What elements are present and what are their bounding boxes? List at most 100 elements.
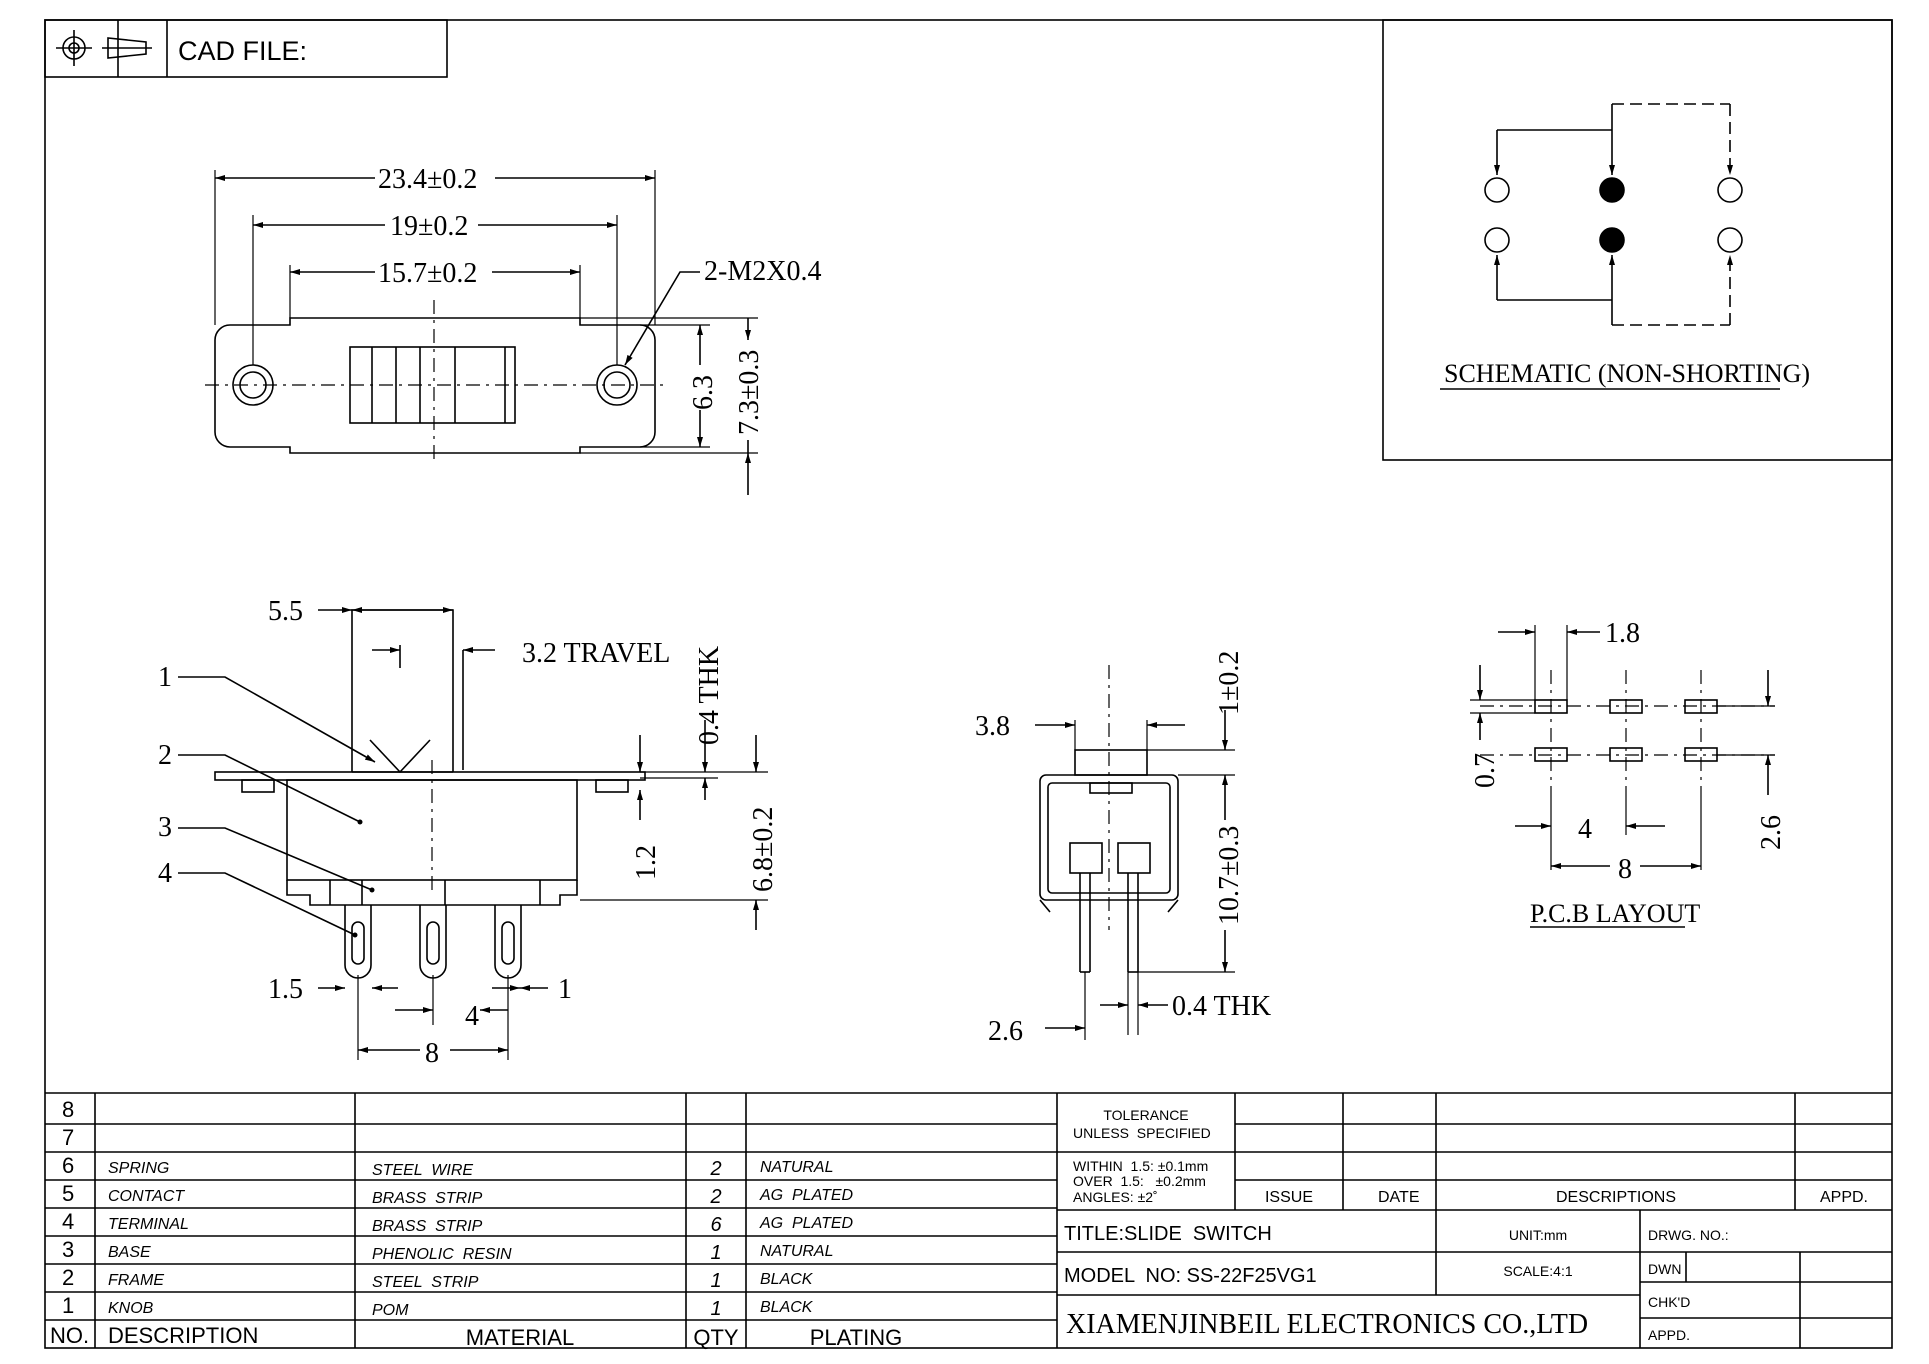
top-view (205, 170, 758, 495)
bom-header-description: DESCRIPTION (108, 1323, 258, 1348)
bom-row-no: 6 (62, 1153, 74, 1178)
bom-description: BASE (108, 1244, 151, 1261)
unit-label: UNIT:mm (1509, 1227, 1567, 1243)
bom-material: BRASS STRIP (372, 1218, 483, 1235)
dim-pin-offset: 1.5 (268, 974, 303, 1005)
tolerance-over: OVER 1.5: ±0.2mm (1073, 1173, 1206, 1189)
bom-description: SPRING (108, 1160, 169, 1177)
tolerance-title: TOLERANCE (1103, 1107, 1188, 1123)
bom-plating: AG PLATED (759, 1215, 854, 1232)
bom-row-no: 7 (62, 1125, 74, 1150)
schematic-title: SCHEMATIC (NON-SHORTING) (1444, 359, 1810, 388)
pcb-dim-pad: 1.8 (1605, 618, 1640, 649)
bom-header-no: NO. (50, 1323, 89, 1348)
dim-body-length: 15.7±0.2 (378, 258, 477, 289)
drawn-label: DWN (1648, 1261, 1681, 1277)
bom-material: PHENOLIC RESIN (372, 1246, 512, 1263)
bom-row-no: 5 (62, 1181, 74, 1206)
pcb-layout (1470, 625, 1775, 928)
callout-3: 3 (158, 812, 172, 843)
callout-2: 2 (158, 740, 172, 771)
projection-symbol-icon (56, 30, 152, 66)
bom-qty: 1 (710, 1242, 721, 1264)
descriptions-label: DESCRIPTIONS (1556, 1189, 1676, 1206)
dim-end-top: 1±0.2 (1214, 651, 1245, 715)
bom-qty: 6 (710, 1214, 722, 1236)
dim-pin-span: 8 (425, 1038, 439, 1069)
dim-knob-width: 5.5 (268, 596, 303, 627)
scale-label: SCALE:4:1 (1503, 1263, 1572, 1279)
bom-material: POM (372, 1302, 409, 1319)
cad-header-box (44, 19, 448, 78)
company-name: XIAMENJINBEIL ELECTRONICS CO.,LTD (1066, 1309, 1588, 1340)
bom-description: TERMINAL (108, 1216, 189, 1233)
sheet-border (44, 19, 1893, 1349)
issue-label: ISSUE (1265, 1189, 1313, 1206)
bom-row-no: 4 (62, 1209, 74, 1234)
bom-table: 8 7 6 5 4 3 2 1 SPRING CONTACT TERMINAL … (50, 1097, 902, 1350)
bom-qty: 1 (710, 1270, 721, 1292)
dim-outer-height: 7.3±0.3 (734, 350, 765, 435)
screw-callout: 2-M2X0.4 (704, 256, 821, 287)
bom-description: KNOB (108, 1300, 154, 1317)
drawing-title: TITLE:SLIDE SWITCH (1064, 1223, 1272, 1245)
thk-top: 0.4 THK (694, 646, 725, 745)
dim-pin-pitch: 4 (465, 1001, 479, 1032)
bom-plating: NATURAL (760, 1243, 834, 1260)
bom-plating: BLACK (760, 1271, 814, 1288)
title-block-grid (1057, 1093, 1892, 1348)
bom-row-no: 2 (62, 1265, 74, 1290)
travel-label: 3.2 TRAVEL (522, 638, 670, 669)
bom-material: STEEL STRIP (372, 1274, 479, 1291)
bom-plating: NATURAL (760, 1159, 834, 1176)
bom-description: CONTACT (108, 1188, 185, 1205)
end-view (1035, 665, 1235, 1040)
date-label: DATE (1378, 1189, 1419, 1206)
cad-file-label: CAD FILE: (178, 36, 307, 66)
dim-hole-spacing: 19±0.2 (390, 211, 468, 242)
dim-frame: 1.2 (631, 845, 662, 880)
pcb-dim-pitch: 4 (1578, 814, 1592, 845)
pcb-dim-rows: 2.6 (1756, 815, 1787, 850)
dim-end-height: 10.7±0.3 (1214, 826, 1245, 925)
bom-description: FRAME (108, 1272, 164, 1289)
side-view (178, 607, 768, 1060)
schematic-panel (1382, 19, 1893, 461)
bom-qty: 1 (710, 1298, 721, 1320)
bom-plating: AG PLATED (759, 1187, 854, 1204)
dim-inner-height: 6.3 (688, 375, 719, 410)
bom-row-no: 1 (62, 1293, 74, 1318)
pcb-dim-span: 8 (1618, 854, 1632, 885)
callout-4: 4 (158, 858, 172, 889)
title-block: TOLERANCE UNLESS SPECIFIED WITHIN 1.5: ±… (1064, 1107, 1868, 1343)
dim-overall-length: 23.4±0.2 (378, 164, 477, 195)
pcb-title: P.C.B LAYOUT (1530, 899, 1700, 928)
bom-header-material: MATERIAL (466, 1325, 574, 1350)
callout-1: 1 (158, 662, 172, 693)
pcb-dim-row: 0.7 (1470, 753, 1501, 788)
bom-row-no: 8 (62, 1097, 74, 1122)
checked-label: CHK'D (1648, 1294, 1690, 1310)
tolerance-angles: ANGLES: ±2˚ (1073, 1189, 1158, 1205)
bom-qty: 2 (709, 1158, 721, 1180)
approved-label: APPD. (1648, 1327, 1690, 1343)
drawing-number-label: DRWG. NO.: (1648, 1227, 1729, 1243)
tolerance-within: WITHIN 1.5: ±0.1mm (1073, 1158, 1208, 1174)
appd-column-label: APPD. (1820, 1189, 1868, 1206)
tolerance-subtitle: UNLESS SPECIFIED (1073, 1125, 1211, 1141)
dim-end-width: 3.8 (975, 711, 1010, 742)
model-number: MODEL NO: SS-22F25VG1 (1064, 1265, 1317, 1287)
bom-row-no: 3 (62, 1237, 74, 1262)
dim-end-pin: 2.6 (988, 1016, 1023, 1047)
end-thk: 0.4 THK (1172, 991, 1271, 1022)
dim-side-height: 6.8±0.2 (748, 807, 779, 892)
bom-plating: BLACK (760, 1299, 814, 1316)
bom-header-qty: QTY (693, 1325, 739, 1350)
bom-material: BRASS STRIP (372, 1190, 483, 1207)
bom-qty: 2 (709, 1186, 721, 1208)
bom-table-grid (45, 1092, 1892, 1348)
bom-material: STEEL WIRE (372, 1162, 473, 1179)
dim-pin-width: 1 (558, 974, 572, 1005)
bom-header-plating: PLATING (810, 1325, 903, 1350)
